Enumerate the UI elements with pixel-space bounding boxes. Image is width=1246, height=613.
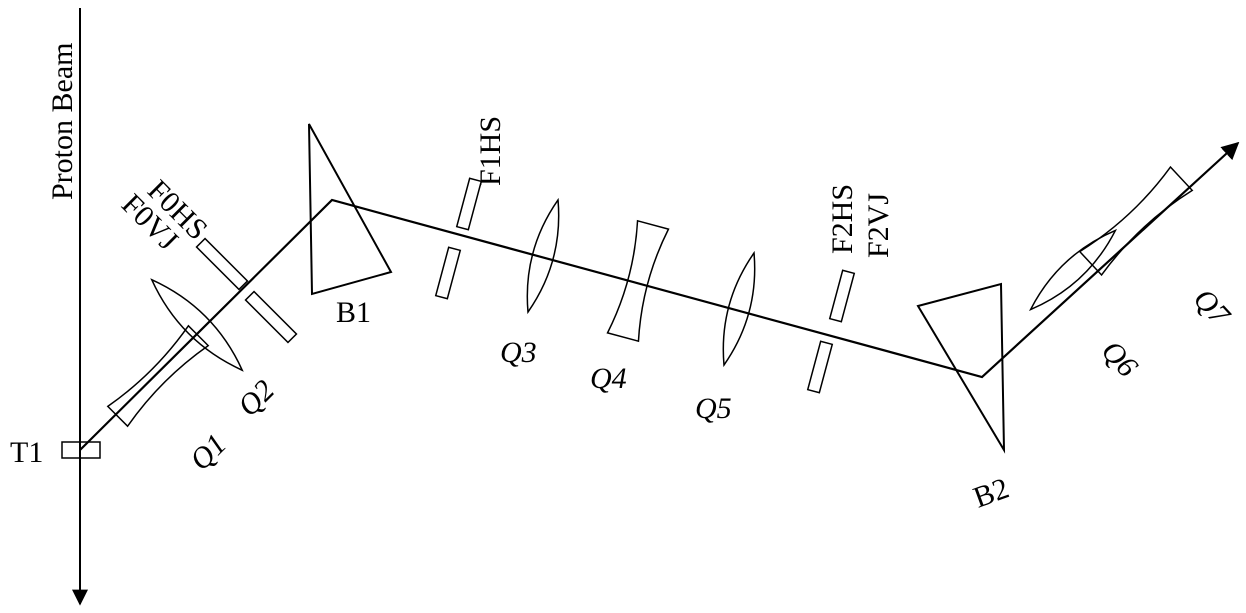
quadrupole-q6-label: Q6 (1095, 334, 1144, 383)
slit-f2hs (828, 269, 856, 323)
quadrupole-q1 (106, 324, 210, 428)
slit-f0vj (244, 290, 298, 344)
slit-f1hs-upper (455, 177, 483, 231)
quadrupole-q4 (606, 219, 670, 343)
quadrupole-q4-label: Q4 (590, 362, 627, 395)
dipole-b2-label: B2 (969, 472, 1013, 515)
quadrupole-q6 (1028, 228, 1118, 312)
quadrupole-q2 (150, 278, 244, 372)
proton-beam-label: Proton Beam (46, 43, 79, 201)
dipole-b1 (308, 123, 393, 296)
slit-f2hs-label: F2HS (826, 184, 859, 254)
target-t1 (61, 441, 101, 459)
quadrupole-q2-label: Q2 (232, 374, 281, 423)
dipole-b2 (916, 282, 1006, 454)
secondary-beam-path (79, 141, 1240, 451)
target-t1-label: T1 (10, 436, 43, 469)
quadrupole-q7 (1078, 165, 1194, 277)
quadrupole-q3-label: Q3 (500, 336, 537, 369)
quadrupole-q5-label: Q5 (695, 392, 732, 425)
quadrupole-q3 (526, 197, 560, 315)
slit-f1hs-lower (434, 246, 462, 300)
quadrupole-q7-label: Q7 (1187, 282, 1238, 333)
slit-f2vj-label: F2VJ (862, 193, 895, 258)
slit-f0hs (195, 237, 249, 291)
dipole-b1-label: B1 (336, 296, 371, 329)
quadrupole-q5 (722, 250, 756, 368)
slit-f1hs-label: F1HS (474, 116, 507, 186)
slit-f2vj (806, 340, 834, 394)
quadrupole-q1-label: Q1 (184, 428, 233, 477)
